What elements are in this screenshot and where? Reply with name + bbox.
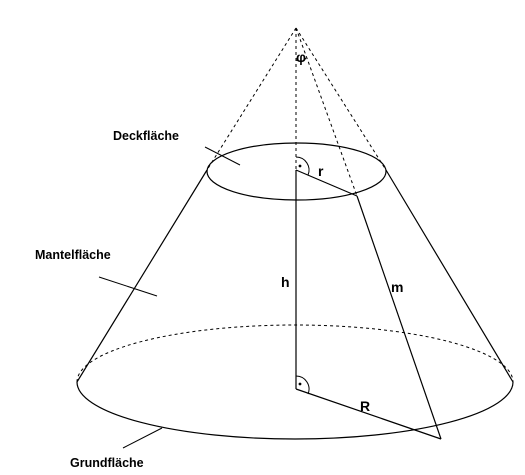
apex-angle-label: φ: [296, 49, 306, 65]
apex-right-extension: [295, 27, 387, 171]
base-back-edge: [76, 324, 514, 383]
top-face-label: Deckfläche: [113, 129, 179, 143]
base-front-edge: [76, 381, 514, 440]
base-radius-line: [295, 388, 442, 440]
apex-left-extension: [206, 27, 297, 171]
base-face-leader: [122, 427, 163, 449]
apex-angle-arc: [295, 57, 307, 62]
slant-height-line: [356, 195, 442, 440]
base-right-angle-mark: [295, 375, 310, 395]
height-label: h: [281, 274, 290, 290]
base-right-angle-dot: [298, 382, 302, 386]
lateral-surface-label: Mantelfläche: [35, 248, 111, 262]
lateral-left-edge: [76, 169, 208, 383]
base-face-label: Grundfläche: [70, 456, 144, 470]
apex-construction-lines: [206, 27, 387, 197]
top-radius-line: [295, 169, 358, 197]
top-right-angle-dot: [298, 164, 302, 168]
top-face-leader: [204, 146, 241, 166]
top-radius-label: r: [318, 163, 324, 179]
lateral-right-edge: [385, 169, 514, 383]
lateral-surface-leader: [98, 276, 158, 297]
slant-height-label: m: [391, 279, 403, 295]
base-radius-label: R: [360, 398, 370, 414]
top-right-angle-mark: [295, 156, 310, 176]
